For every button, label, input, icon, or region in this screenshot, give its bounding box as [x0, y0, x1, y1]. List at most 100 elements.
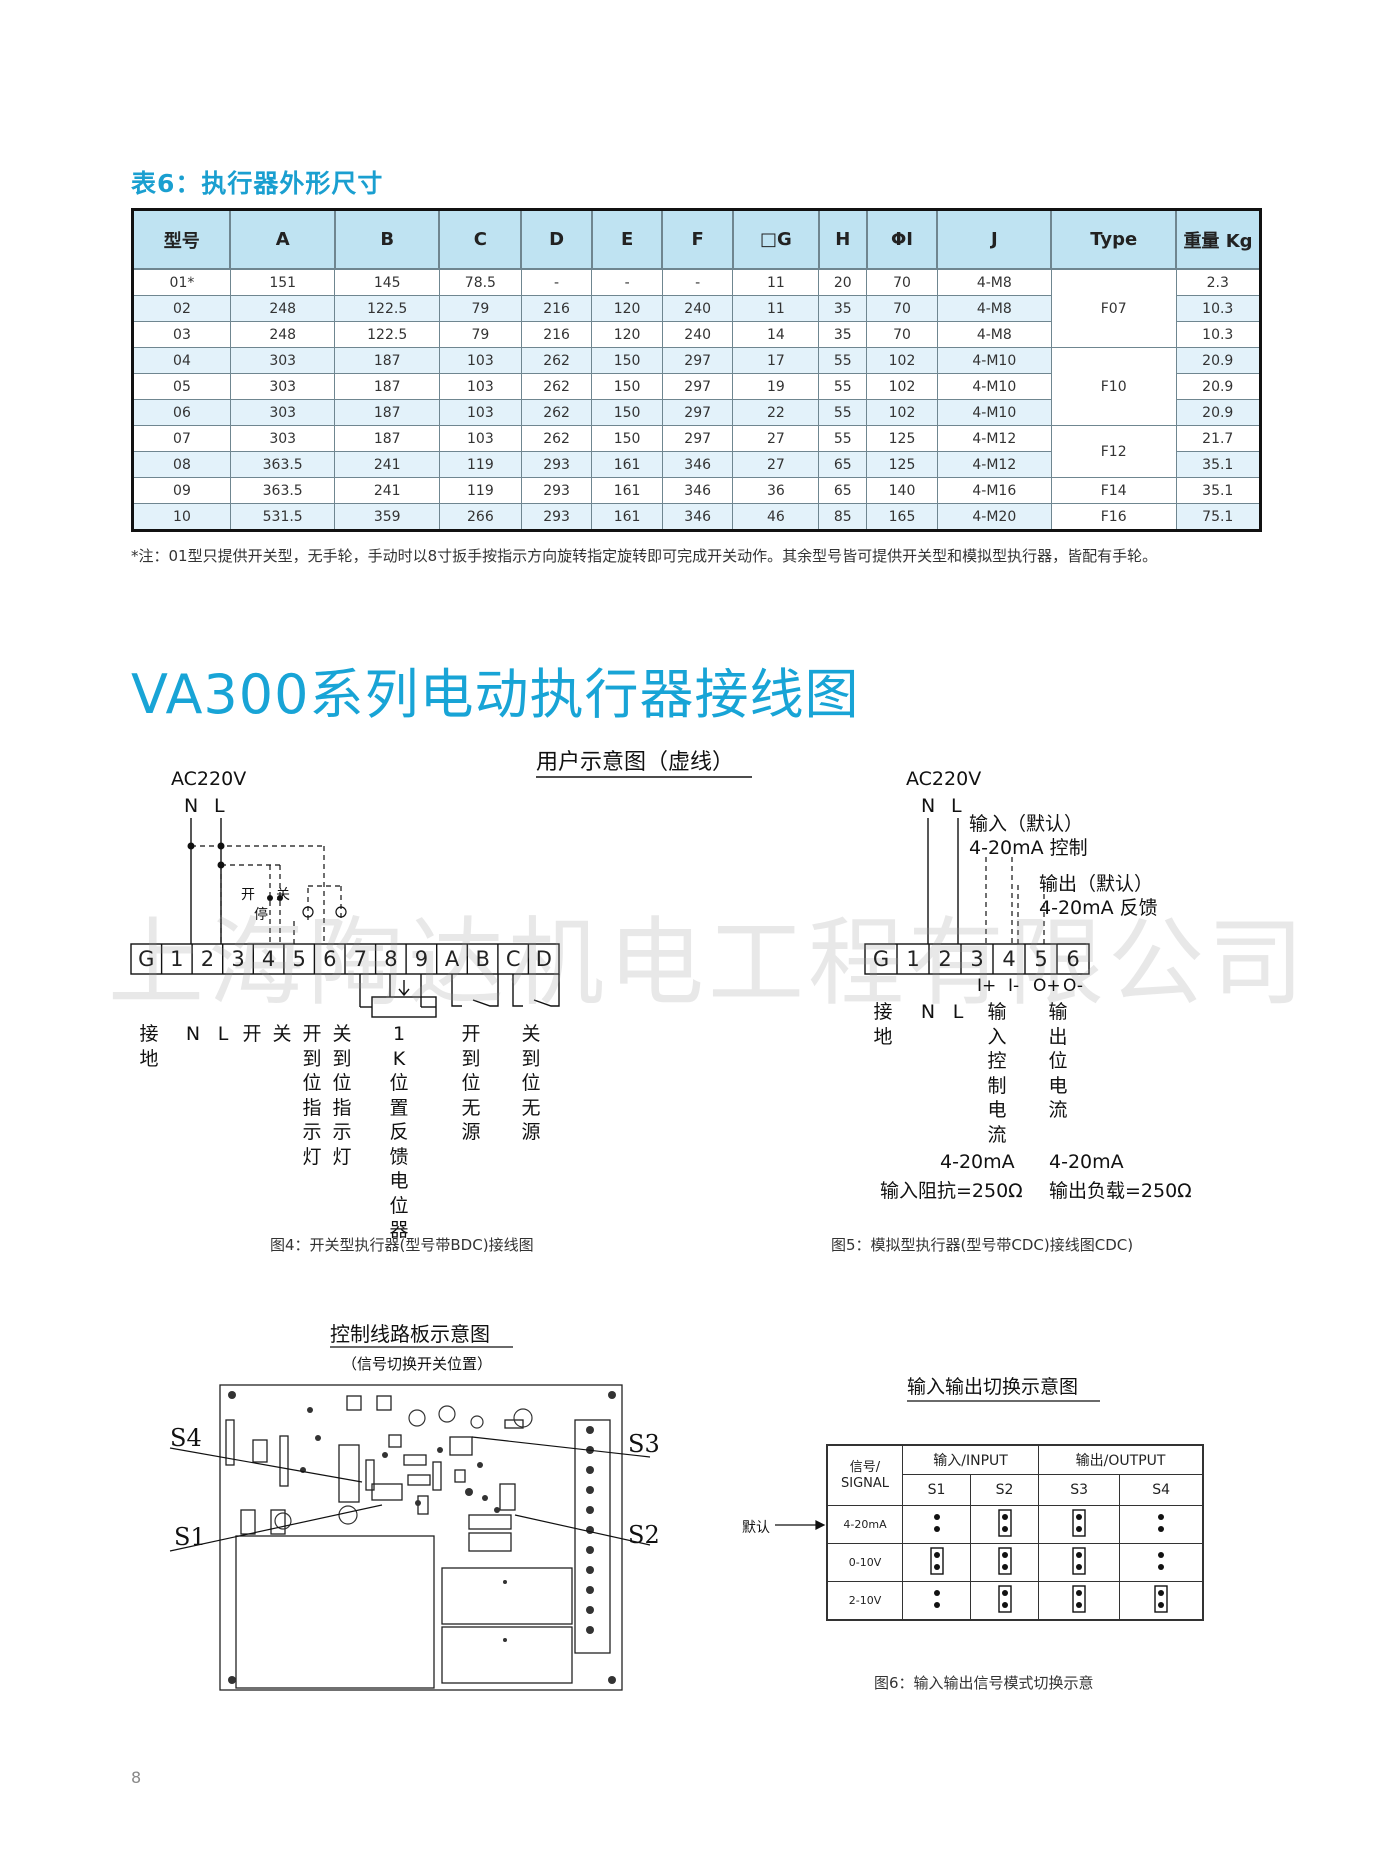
table-cell: 363.5	[229, 451, 336, 478]
terminal: B	[475, 947, 490, 971]
jumper-open	[901, 1581, 972, 1621]
terminal: 7	[353, 947, 368, 971]
fig4-supply-label: AC220V	[171, 768, 247, 790]
table-cell: 303	[229, 425, 336, 452]
table-cell: 27	[732, 425, 820, 452]
table-cell: 55	[818, 373, 868, 400]
table-cell: 4-M16	[936, 477, 1052, 504]
table-cell: 79	[438, 321, 522, 348]
table-cell: 11	[732, 295, 820, 322]
fig4-label-n: N	[185, 1023, 201, 1045]
signal-header: 信号/ SIGNAL	[826, 1444, 903, 1506]
fig5-polarity: O-	[1063, 976, 1083, 996]
table-cell: 187	[334, 425, 440, 452]
fig5-output-range: 4-20mA	[1049, 1151, 1124, 1173]
table-cell: 17	[732, 347, 820, 374]
terminal: 3	[970, 947, 984, 971]
table-cell: 46	[732, 503, 820, 531]
jumper-open	[1119, 1543, 1204, 1582]
fig5-label-output-current: 输出位电流	[1048, 1001, 1068, 1121]
col-header: D	[520, 208, 593, 270]
table-cell: 103	[438, 373, 522, 400]
fig4-label-open: 开	[242, 1023, 262, 1045]
switch-row: 0-10V	[826, 1543, 1204, 1582]
table-cell: 2.3	[1175, 268, 1261, 296]
switch-col-s4: S4	[1119, 1474, 1204, 1506]
table-cell: 65	[818, 477, 868, 504]
fig5-supply-label: AC220V	[906, 768, 982, 790]
fig4-open-button-label: 开	[241, 887, 255, 903]
terminal: A	[444, 947, 460, 971]
table-cell: 07	[132, 425, 231, 452]
table-cell: 55	[818, 399, 868, 426]
fig4-l-label: L	[214, 795, 225, 817]
terminal: 8	[384, 947, 398, 971]
table-cell: 293	[520, 477, 593, 504]
jumper-closed	[901, 1543, 972, 1582]
table-cell: 10.3	[1175, 295, 1261, 322]
table-cell: 55	[818, 347, 868, 374]
table-cell: 19	[732, 373, 820, 400]
output-header: 输出/OUTPUT	[1038, 1444, 1204, 1475]
table-cell: 119	[438, 451, 522, 478]
terminal: 2	[200, 947, 215, 971]
switch-title: 输入输出切换示意图	[907, 1376, 1079, 1398]
table-cell: 75.1	[1175, 503, 1261, 531]
table-cell: 216	[520, 295, 593, 322]
board-title: 控制线路板示意图	[330, 1322, 490, 1346]
col-header: J	[936, 208, 1053, 270]
table-cell: 27	[732, 451, 820, 478]
col-header: Type	[1050, 208, 1177, 270]
table-cell-type: F07	[1050, 268, 1177, 348]
fig5-input-desc: 4-20mA 控制	[969, 837, 1088, 859]
switch-row-label: 4-20mA	[826, 1505, 903, 1544]
fig4-label-open-passive: 开到位无源	[461, 1023, 481, 1143]
table-cell: 241	[334, 451, 440, 478]
col-header: E	[590, 208, 664, 270]
dimension-table: 型号 A B C D E F □G H ΦI J Type 重量 Kg 01*1…	[131, 208, 1262, 532]
table-cell: 248	[229, 295, 336, 322]
terminal: 6	[1066, 947, 1080, 971]
table-cell: 161	[591, 477, 663, 504]
table-cell: 262	[520, 373, 593, 400]
table-cell: 346	[661, 503, 734, 531]
table-cell: 55	[818, 425, 868, 452]
table-cell: 11	[732, 268, 820, 296]
fig5-polarity: O+	[1033, 976, 1061, 996]
table-cell: 102	[866, 347, 938, 374]
switch-table: 信号/ SIGNAL 输入/INPUT 输出/OUTPUT S1 S2 S3 S…	[826, 1444, 1204, 1621]
fig5-input-impedance: 输入阻抗=250Ω	[880, 1180, 1023, 1202]
table-cell: 70	[866, 295, 938, 322]
switch-row-label: 0-10V	[826, 1543, 903, 1582]
board-s2-label: S2	[628, 1521, 660, 1549]
fig4-close-button-label: 关	[276, 887, 290, 903]
fig4-label-close-passive: 关到位无源	[521, 1023, 541, 1143]
table-title: 表6：执行器外形尺寸	[131, 169, 384, 198]
table-cell: 78.5	[438, 268, 522, 296]
table-cell: 4-M10	[936, 373, 1052, 400]
fig4-label-close-indicator: 关到位指示灯	[332, 1023, 352, 1168]
fig5-terminal-block: G 1 2 3 4 5 6	[865, 944, 1089, 974]
terminal: G	[872, 947, 890, 971]
fig4-label-ground: 接地	[139, 1023, 159, 1070]
table-cell: 4-M8	[936, 321, 1052, 348]
table-cell: 09	[132, 477, 231, 504]
table-cell: 125	[866, 425, 938, 452]
table-cell: 216	[520, 321, 593, 348]
terminal: 3	[231, 947, 245, 971]
fig5-n-label: N	[921, 795, 936, 817]
board-s1-label: S1	[174, 1523, 206, 1551]
jumper-closed	[1038, 1543, 1121, 1582]
table-cell: 4-M20	[936, 503, 1052, 531]
col-header: A	[229, 208, 336, 270]
terminal: D	[535, 947, 552, 971]
fig5-input-range: 4-20mA	[940, 1151, 1015, 1173]
table-cell: 36	[732, 477, 820, 504]
col-header: C	[438, 208, 523, 270]
jumper-closed	[970, 1581, 1040, 1621]
